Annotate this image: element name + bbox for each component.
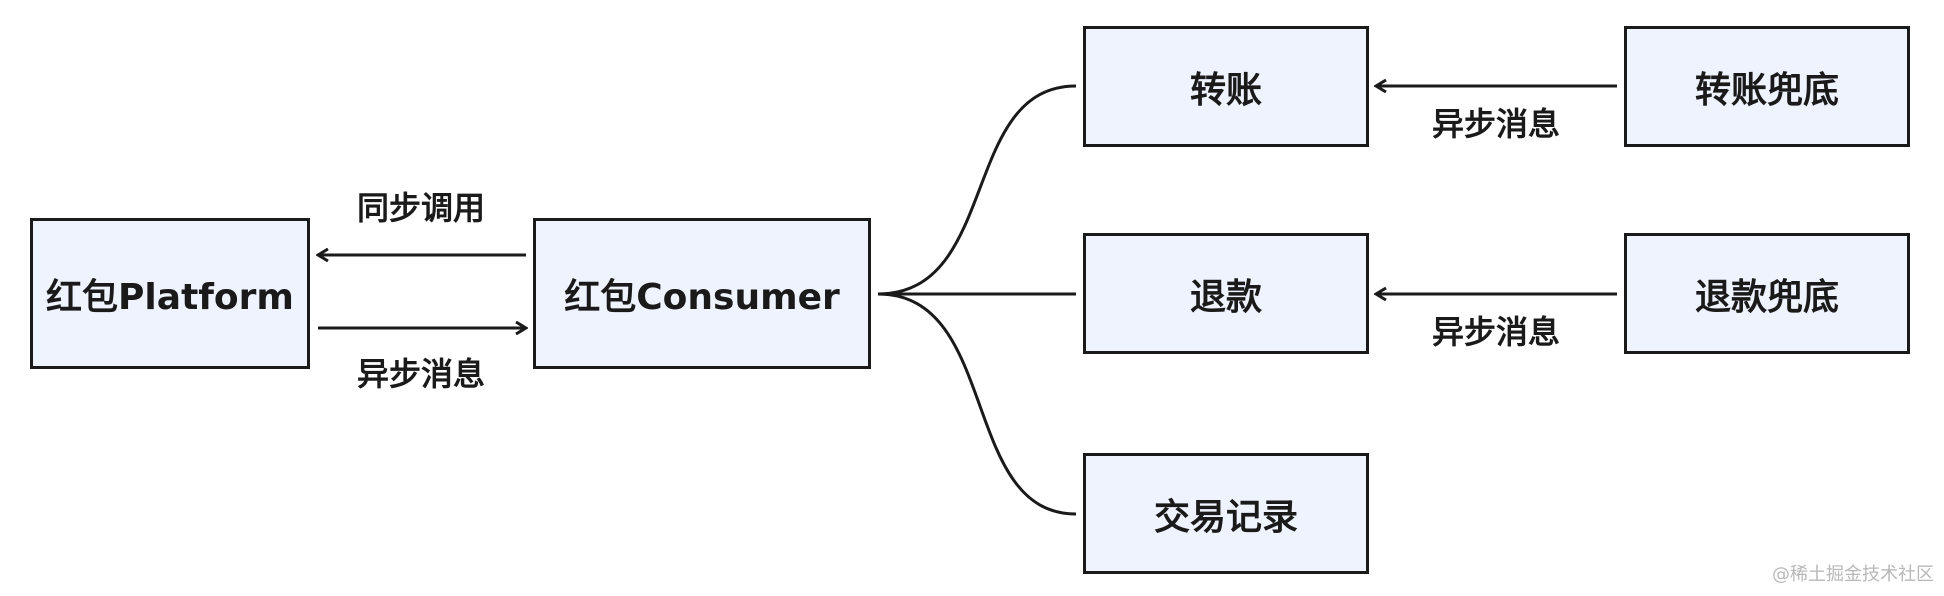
label-async-msg-transfer: 异步消息 bbox=[1431, 105, 1561, 143]
branch-to-trade-record bbox=[877, 292, 1077, 516]
node-transfer: 转账 bbox=[1083, 26, 1369, 147]
node-platform: 红包Platform bbox=[30, 218, 310, 369]
watermark-text: @稀土掘金技术社区 bbox=[1772, 564, 1934, 585]
label-async-msg-refund: 异步消息 bbox=[1431, 313, 1561, 351]
node-trade-record: 交易记录 bbox=[1083, 453, 1369, 574]
label-async-msg-platform: 异步消息 bbox=[356, 355, 486, 393]
node-refund: 退款 bbox=[1083, 233, 1369, 354]
node-transfer-fallback: 转账兜底 bbox=[1624, 26, 1910, 147]
branch-to-transfer bbox=[877, 84, 1077, 296]
node-consumer: 红包Consumer bbox=[533, 218, 871, 369]
label-sync-call: 同步调用 bbox=[356, 189, 486, 227]
node-refund-fallback: 退款兜底 bbox=[1624, 233, 1910, 354]
